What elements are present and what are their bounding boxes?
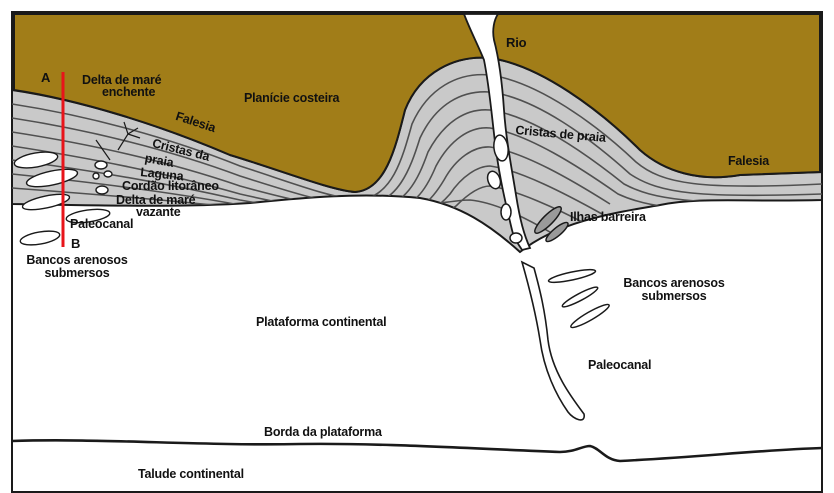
label-barrier-islands: Ilhas barreira bbox=[570, 211, 646, 224]
label-continental-shelf: Plataforma continental bbox=[256, 316, 386, 329]
shelf-edge-line bbox=[12, 440, 822, 461]
label-section-a: A bbox=[41, 71, 50, 84]
label-coastal-plain: Planície costeira bbox=[244, 92, 339, 105]
offshore-sand-banks bbox=[548, 267, 611, 330]
label-ebb-tidal-delta-2: vazante bbox=[136, 206, 180, 219]
label-section-b: B bbox=[71, 237, 80, 250]
label-shelf-edge: Borda da plataforma bbox=[264, 426, 382, 439]
paleochannel bbox=[522, 262, 584, 420]
label-sand-banks-right-2: submersos bbox=[614, 290, 734, 303]
label-continental-slope: Talude continental bbox=[138, 468, 244, 481]
label-paleochannel-right: Paleocanal bbox=[588, 359, 651, 372]
label-flood-tidal-delta-2: enchente bbox=[102, 86, 155, 99]
label-sand-banks-left-2: submersos bbox=[18, 267, 136, 280]
label-cliff-right: Falesia bbox=[728, 155, 769, 168]
label-barrier-beach: Cordão litorâneo bbox=[122, 180, 219, 193]
label-paleochannel-left: Paleocanal bbox=[70, 218, 133, 231]
label-rio: Rio bbox=[506, 36, 526, 49]
